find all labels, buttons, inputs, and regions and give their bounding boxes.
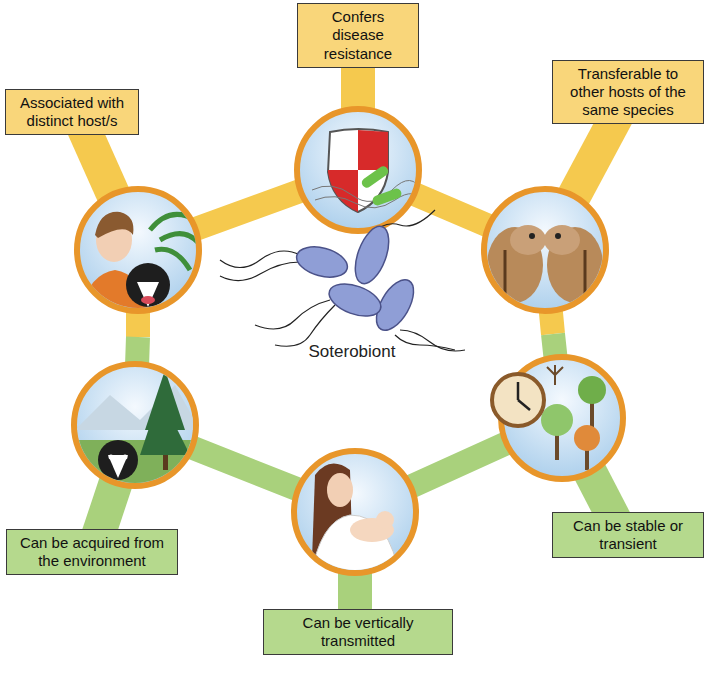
- label-box: Can be vertically transmitted: [263, 609, 453, 656]
- clock-icon: [492, 374, 544, 426]
- host-icon: [80, 212, 200, 320]
- mother-baby-icon: [310, 464, 400, 580]
- label-box: Can be acquired from the environment: [6, 529, 178, 576]
- label-box: Transferable to other hosts of the same …: [552, 60, 704, 125]
- center-label: Soterobiont: [309, 342, 396, 362]
- label-box: Associated with distinct host/s: [5, 89, 139, 136]
- clock-trees-icon: [541, 365, 606, 470]
- shield-icon: [312, 129, 425, 212]
- label-text: Confers disease resistance: [304, 8, 412, 63]
- label-text: Transferable to other hosts of the same …: [559, 65, 697, 120]
- label-text: Associated with distinct host/s: [12, 94, 132, 131]
- bacteria-illustration: [220, 210, 465, 351]
- panel-circle: [74, 109, 623, 573]
- label-box: Confers disease resistance: [297, 3, 419, 68]
- label-text: Can be acquired from the environment: [13, 534, 171, 571]
- dog-forest-icon: [70, 370, 210, 490]
- label-text: Can be stable or transient: [559, 517, 697, 554]
- label-text: Can be vertically transmitted: [270, 614, 446, 651]
- chipmunk-icon: [487, 225, 603, 303]
- label-box: Can be stable or transient: [552, 512, 704, 559]
